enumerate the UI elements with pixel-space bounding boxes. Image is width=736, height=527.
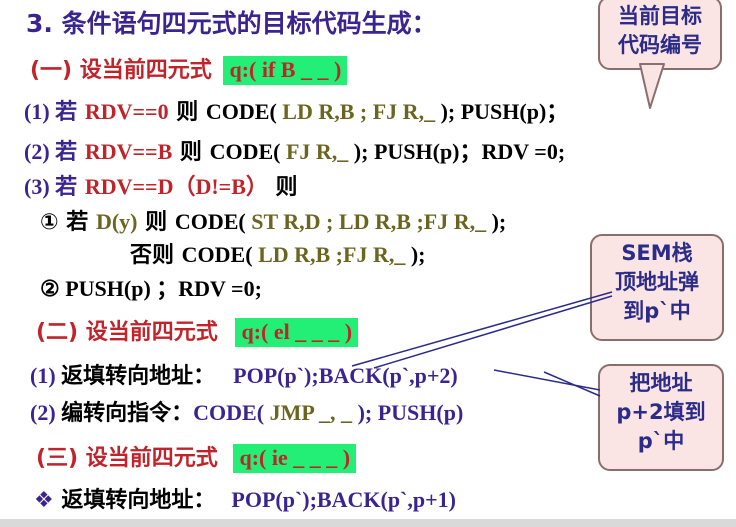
step-code: POP(p`);BACK(p`,p+2) bbox=[233, 363, 458, 388]
step-code: POP(p`);BACK(p`,p+1) bbox=[231, 487, 456, 512]
section-2-heading: (二) 设当前四元式 q:( el _ _ _ ) bbox=[36, 314, 359, 347]
pointer-addr-callout bbox=[543, 371, 601, 397]
code-keyword: CODE( bbox=[209, 139, 281, 164]
bottom-divider bbox=[0, 519, 736, 527]
section-2-quad: q:( el _ _ _ ) bbox=[235, 318, 359, 347]
if-word: 若 bbox=[55, 100, 85, 125]
push-statement: ② PUSH(p) ；RDV =0; bbox=[40, 276, 262, 301]
callout-line: 把地址 bbox=[629, 371, 693, 395]
rule-number: (3) bbox=[24, 174, 56, 199]
pointer-sem-callout bbox=[351, 291, 613, 367]
step-label: 编转向指令： bbox=[61, 401, 194, 426]
rule-2: (2) 若 RDV==B 则 CODE( FJ R,_ ); PUSH(p)；R… bbox=[24, 134, 565, 166]
condition: RDV==0 bbox=[84, 99, 169, 124]
page-title: 3. 条件语句四元式的目标代码生成： bbox=[26, 9, 437, 38]
callout-line: SEM栈 bbox=[621, 241, 693, 265]
code-keyword: CODE( bbox=[174, 209, 246, 234]
callout-line: p+2填到 bbox=[616, 400, 706, 424]
then-word: 则 bbox=[267, 175, 298, 200]
callout-line: 顶地址弹 bbox=[615, 270, 699, 294]
then-word: 则 bbox=[172, 140, 210, 165]
callout-line: p`中 bbox=[637, 429, 685, 453]
rule-number: (1) bbox=[24, 99, 56, 124]
then-word: 则 bbox=[137, 210, 175, 235]
if-word: 若 bbox=[55, 175, 85, 200]
code-args: JMP _, _ bbox=[264, 400, 358, 425]
condition: RDV==D（D!=B） bbox=[84, 174, 268, 199]
pointer-top-callout bbox=[639, 63, 665, 109]
bullet-icon: ❖ bbox=[34, 488, 62, 513]
callout-sem-stack: SEM栈 顶地址弹 到p`中 bbox=[590, 234, 724, 341]
code-tail: ); bbox=[410, 242, 426, 267]
step-label: 返填转向地址： bbox=[61, 488, 216, 513]
callout-line: 到p`中 bbox=[623, 299, 691, 323]
rule-3c: ② PUSH(p) ；RDV =0; bbox=[40, 271, 262, 303]
step-label: 返填转向地址： bbox=[61, 364, 216, 389]
callout-line: 代码编号 bbox=[618, 33, 702, 57]
section-2-label: (二) 设当前四元式 bbox=[36, 320, 218, 345]
section-2-step-2: (2) 编转向指令：CODE( JMP _, _ ); PUSH(p) bbox=[30, 395, 463, 427]
callout-fill-address: 把地址 p+2填到 p`中 bbox=[598, 364, 724, 471]
condition: D(y) bbox=[95, 209, 138, 234]
code-keyword: CODE( bbox=[193, 400, 265, 425]
code-tail: ); bbox=[491, 209, 507, 234]
pointer-addr-callout bbox=[493, 369, 601, 391]
code-args: ST R,D ; LD R,B ;FJ R,_ bbox=[245, 209, 492, 234]
code-args: FJ R,_ bbox=[280, 139, 354, 164]
section-3-quad: q:( ie _ _ _ ) bbox=[233, 444, 357, 473]
condition: RDV==B bbox=[84, 139, 173, 164]
section-3-label: (三) 设当前四元式 bbox=[36, 446, 218, 471]
code-tail: ); PUSH(p)； bbox=[440, 99, 569, 124]
code-keyword: CODE( bbox=[205, 99, 277, 124]
section-3-step: ❖ 返填转向地址： POP(p`);BACK(p`,p+1) bbox=[34, 482, 456, 514]
pointer-sem-callout bbox=[373, 295, 613, 369]
then-word: 则 bbox=[168, 100, 206, 125]
sub-rule-number: ① 若 bbox=[40, 210, 96, 235]
rule-3: (3) 若 RDV==D（D!=B） 则 bbox=[24, 169, 298, 201]
if-word: 若 bbox=[55, 140, 85, 165]
step-number: (1) bbox=[30, 363, 62, 388]
section-2-step-1: (1) 返填转向地址： POP(p`);BACK(p`,p+2) bbox=[30, 358, 458, 390]
rule-number: (2) bbox=[24, 139, 56, 164]
step-number: (2) bbox=[30, 400, 62, 425]
callout-current-code-number: 当前目标 代码编号 bbox=[598, 0, 722, 70]
code-args: LD R,B ;FJ R,_ bbox=[252, 242, 411, 267]
section-1-label: (一) 设当前四元式 bbox=[30, 58, 212, 83]
rule-1: (1) 若 RDV==0 则 CODE( LD R,B ; FJ R,_ ); … bbox=[24, 94, 568, 126]
code-args: LD R,B ; FJ R,_ bbox=[276, 99, 441, 124]
code-tail: ); PUSH(p) bbox=[357, 400, 464, 425]
code-keyword: CODE( bbox=[181, 242, 253, 267]
else-word: 否则 bbox=[130, 243, 182, 268]
code-tail: ); PUSH(p)；RDV =0; bbox=[353, 139, 566, 164]
section-1-quad: q:( if B _ _ ) bbox=[223, 56, 348, 85]
rule-3b: 否则 CODE( LD R,B ;FJ R,_ ); bbox=[130, 237, 426, 269]
rule-3a: ① 若 D(y) 则 CODE( ST R,D ; LD R,B ;FJ R,_… bbox=[40, 204, 506, 236]
section-1-heading: (一) 设当前四元式 q:( if B _ _ ) bbox=[30, 52, 348, 85]
section-3-heading: (三) 设当前四元式 q:( ie _ _ _ ) bbox=[36, 440, 357, 473]
callout-line: 当前目标 bbox=[618, 4, 702, 28]
